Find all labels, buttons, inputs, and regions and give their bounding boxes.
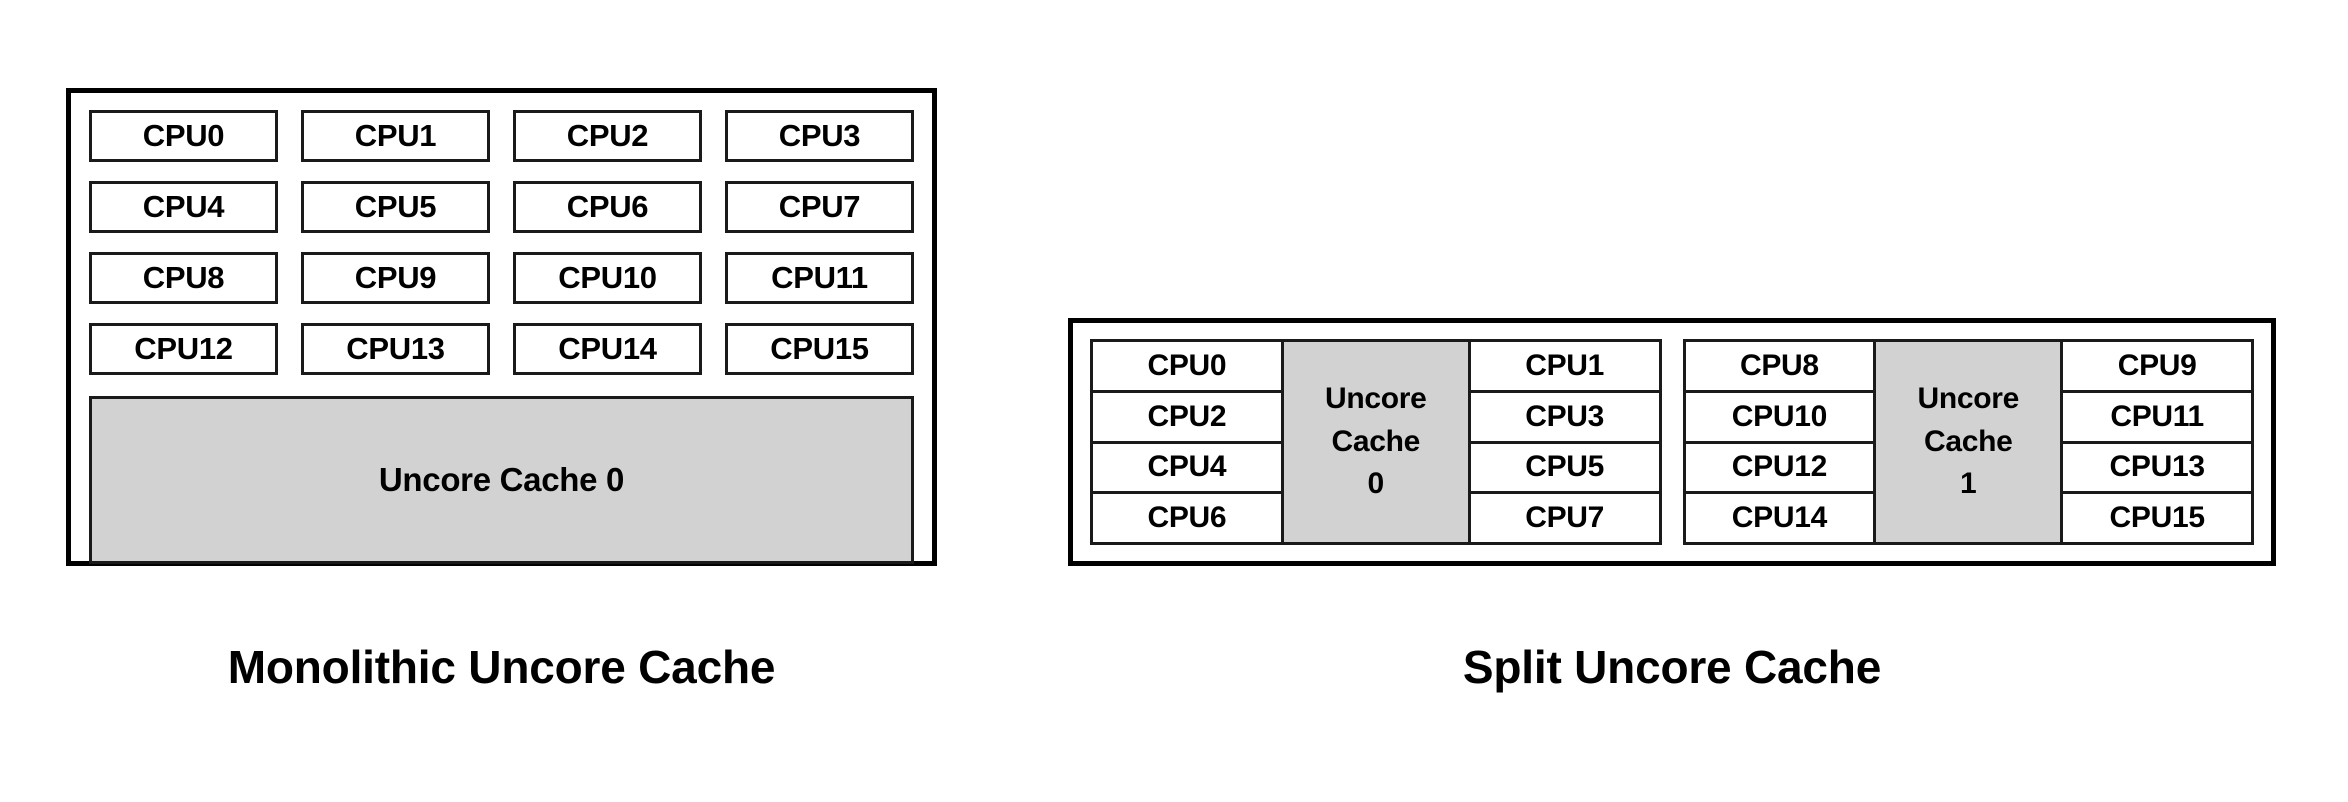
uncore-cache-label-line3: 1 <box>1960 467 1977 501</box>
cpu-box: CPU0 <box>89 110 278 162</box>
split-caption: Split Uncore Cache <box>1462 641 1882 693</box>
cpu-box: CPU2 <box>513 110 702 162</box>
cpu-box: CPU10 <box>513 252 702 304</box>
cpu-box: CPU12 <box>1682 440 1877 495</box>
cpu-box: CPU5 <box>301 181 490 233</box>
uncore-cache-label-line1: Uncore <box>1324 382 1427 416</box>
split-uncore-cache-diagram: CPU0 CPU2 CPU4 CPU6 Uncore Cache 0 CPU1 … <box>1068 318 2276 566</box>
cpu-box: CPU3 <box>725 110 914 162</box>
monolithic-caption: Monolithic Uncore Cache <box>227 641 776 693</box>
cpu-box: CPU5 <box>1467 440 1662 495</box>
cpu-box: CPU4 <box>1090 440 1284 495</box>
cpu-box: CPU10 <box>1682 389 1877 444</box>
cpu-box: CPU13 <box>301 323 490 375</box>
cpu-box: CPU3 <box>1467 389 1662 444</box>
cpu-box: CPU7 <box>1467 491 1662 545</box>
cpu-box: CPU9 <box>301 252 490 304</box>
cpu-box: CPU14 <box>1682 491 1877 545</box>
cpu-box: CPU6 <box>1090 491 1284 545</box>
cpu-box: CPU13 <box>2060 440 2254 495</box>
cpu-box: CPU4 <box>89 181 278 233</box>
cpu-box: CPU0 <box>1090 339 1284 393</box>
socket-group: CPU8 CPU10 CPU12 CPU14 Uncore Cache 1 CP… <box>1682 339 2254 545</box>
socket-left-column: CPU0 CPU2 CPU4 CPU6 <box>1090 339 1284 545</box>
cpu-box: CPU15 <box>725 323 914 375</box>
cpu-box: CPU14 <box>513 323 702 375</box>
socket-group: CPU0 CPU2 CPU4 CPU6 Uncore Cache 0 CPU1 … <box>1090 339 1662 545</box>
cpu-box: CPU8 <box>1682 339 1877 393</box>
uncore-cache-label-line2: Cache <box>1923 424 2013 458</box>
cpu-box: CPU8 <box>89 252 278 304</box>
uncore-cache-block: Uncore Cache 0 <box>1280 339 1471 545</box>
cpu-box: CPU15 <box>2060 491 2254 545</box>
monolithic-cpu-grid: CPU0 CPU1 CPU2 CPU3 CPU4 CPU5 CPU6 CPU7 … <box>89 110 914 375</box>
cpu-box: CPU1 <box>301 110 490 162</box>
cpu-box: CPU7 <box>725 181 914 233</box>
uncore-cache-label-line1: Uncore <box>1917 382 2020 416</box>
cpu-box: CPU6 <box>513 181 702 233</box>
uncore-cache-label-line3: 0 <box>1367 467 1385 501</box>
socket-right-column: CPU1 CPU3 CPU5 CPU7 <box>1467 339 1662 545</box>
cpu-box: CPU9 <box>2060 339 2254 393</box>
cpu-box: CPU2 <box>1090 389 1284 444</box>
cpu-box: CPU11 <box>2060 389 2254 444</box>
cpu-box: CPU12 <box>89 323 278 375</box>
monolithic-uncore-cache-diagram: CPU0 CPU1 CPU2 CPU3 CPU4 CPU5 CPU6 CPU7 … <box>66 88 937 566</box>
cpu-box: CPU11 <box>725 252 914 304</box>
uncore-cache-block: Uncore Cache 0 <box>89 396 914 564</box>
uncore-cache-block: Uncore Cache 1 <box>1873 339 2064 545</box>
socket-right-column: CPU9 CPU11 CPU13 CPU15 <box>2060 339 2254 545</box>
socket-left-column: CPU8 CPU10 CPU12 CPU14 <box>1682 339 1877 545</box>
uncore-cache-label-line2: Cache <box>1331 424 1421 458</box>
cpu-box: CPU1 <box>1467 339 1662 393</box>
